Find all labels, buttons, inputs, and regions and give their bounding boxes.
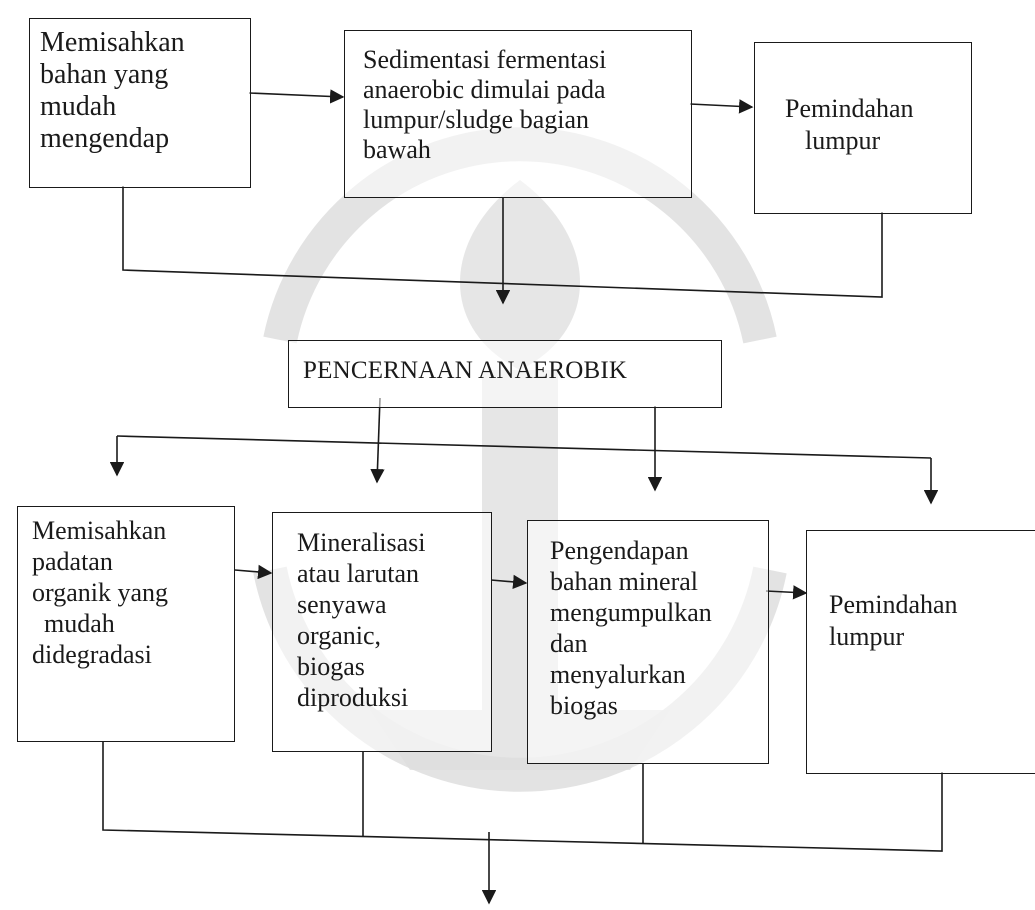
box-mineralisasi: Mineralisasi atau larutan senyawa organi… xyxy=(272,512,492,752)
box-line: biogas xyxy=(297,652,365,681)
box-line: organik yang xyxy=(32,578,168,607)
center-title: PENCERNAAN ANAEROBIK xyxy=(303,357,628,384)
box-line: mengendap xyxy=(40,123,170,154)
box-line: Memisahkan xyxy=(32,516,167,545)
box-memisahkan-padatan: Memisahkan padatan organik yang mudah di… xyxy=(17,506,235,742)
box-pengendapan: Pengendapan bahan mineral mengumpulkan d… xyxy=(527,520,769,764)
arrow-top-2-3 xyxy=(689,99,754,114)
box-sedimentasi: Sedimentasi fermentasi anaerobic dimulai… xyxy=(344,30,692,198)
box-line: bahan mineral xyxy=(550,567,698,596)
box-line: organic, xyxy=(297,621,381,650)
box-line: Mineralisasi xyxy=(297,528,426,557)
arrow-bot-3-4 xyxy=(765,585,808,600)
box-line: atau larutan xyxy=(297,559,419,588)
box-line: Pengendapan xyxy=(550,536,689,565)
box-line: menyalurkan xyxy=(550,660,686,689)
box-line: bawah xyxy=(363,135,431,164)
box-line: mudah xyxy=(40,91,117,122)
box-line: padatan xyxy=(32,547,113,576)
arrow-bot-1-2 xyxy=(234,564,273,580)
box-line: mengumpulkan xyxy=(550,598,712,627)
box-line: diproduksi xyxy=(297,683,409,712)
arrow-bot-2-3 xyxy=(490,574,528,590)
box-line: biogas xyxy=(550,691,618,720)
box-memisahkan-bahan: Memisahkan bahan yang mudah mengendap xyxy=(29,18,251,188)
arrow-center-left xyxy=(370,397,385,484)
box-line: lumpur xyxy=(805,126,881,155)
box-pencernaan-anaerobik: PENCERNAAN ANAEROBIK xyxy=(288,340,722,408)
box-line: didegradasi xyxy=(32,640,152,669)
bottom-bracket xyxy=(102,741,943,852)
box-line: Sedimentasi fermentasi xyxy=(363,45,607,74)
box-line: anaerobic dimulai pada xyxy=(363,75,606,104)
box-pemindahan-lumpur-bottom: Pemindahan lumpur xyxy=(806,530,1035,774)
box-line: dan xyxy=(550,629,588,658)
box-line: Memisahkan xyxy=(40,27,185,58)
box-line: lumpur/sludge bagian xyxy=(363,105,590,134)
box-pemindahan-lumpur-top: Pemindahan lumpur xyxy=(754,42,972,214)
box-line: Pemindahan xyxy=(785,94,914,123)
arrow-top-1-2 xyxy=(248,89,345,104)
box-line: mudah xyxy=(44,609,115,638)
box-line: senyawa xyxy=(297,590,387,619)
distribution-bar xyxy=(116,435,932,459)
box-line: bahan yang xyxy=(40,59,169,90)
box-line: Pemindahan xyxy=(829,590,958,619)
box-line: lumpur xyxy=(829,622,905,651)
